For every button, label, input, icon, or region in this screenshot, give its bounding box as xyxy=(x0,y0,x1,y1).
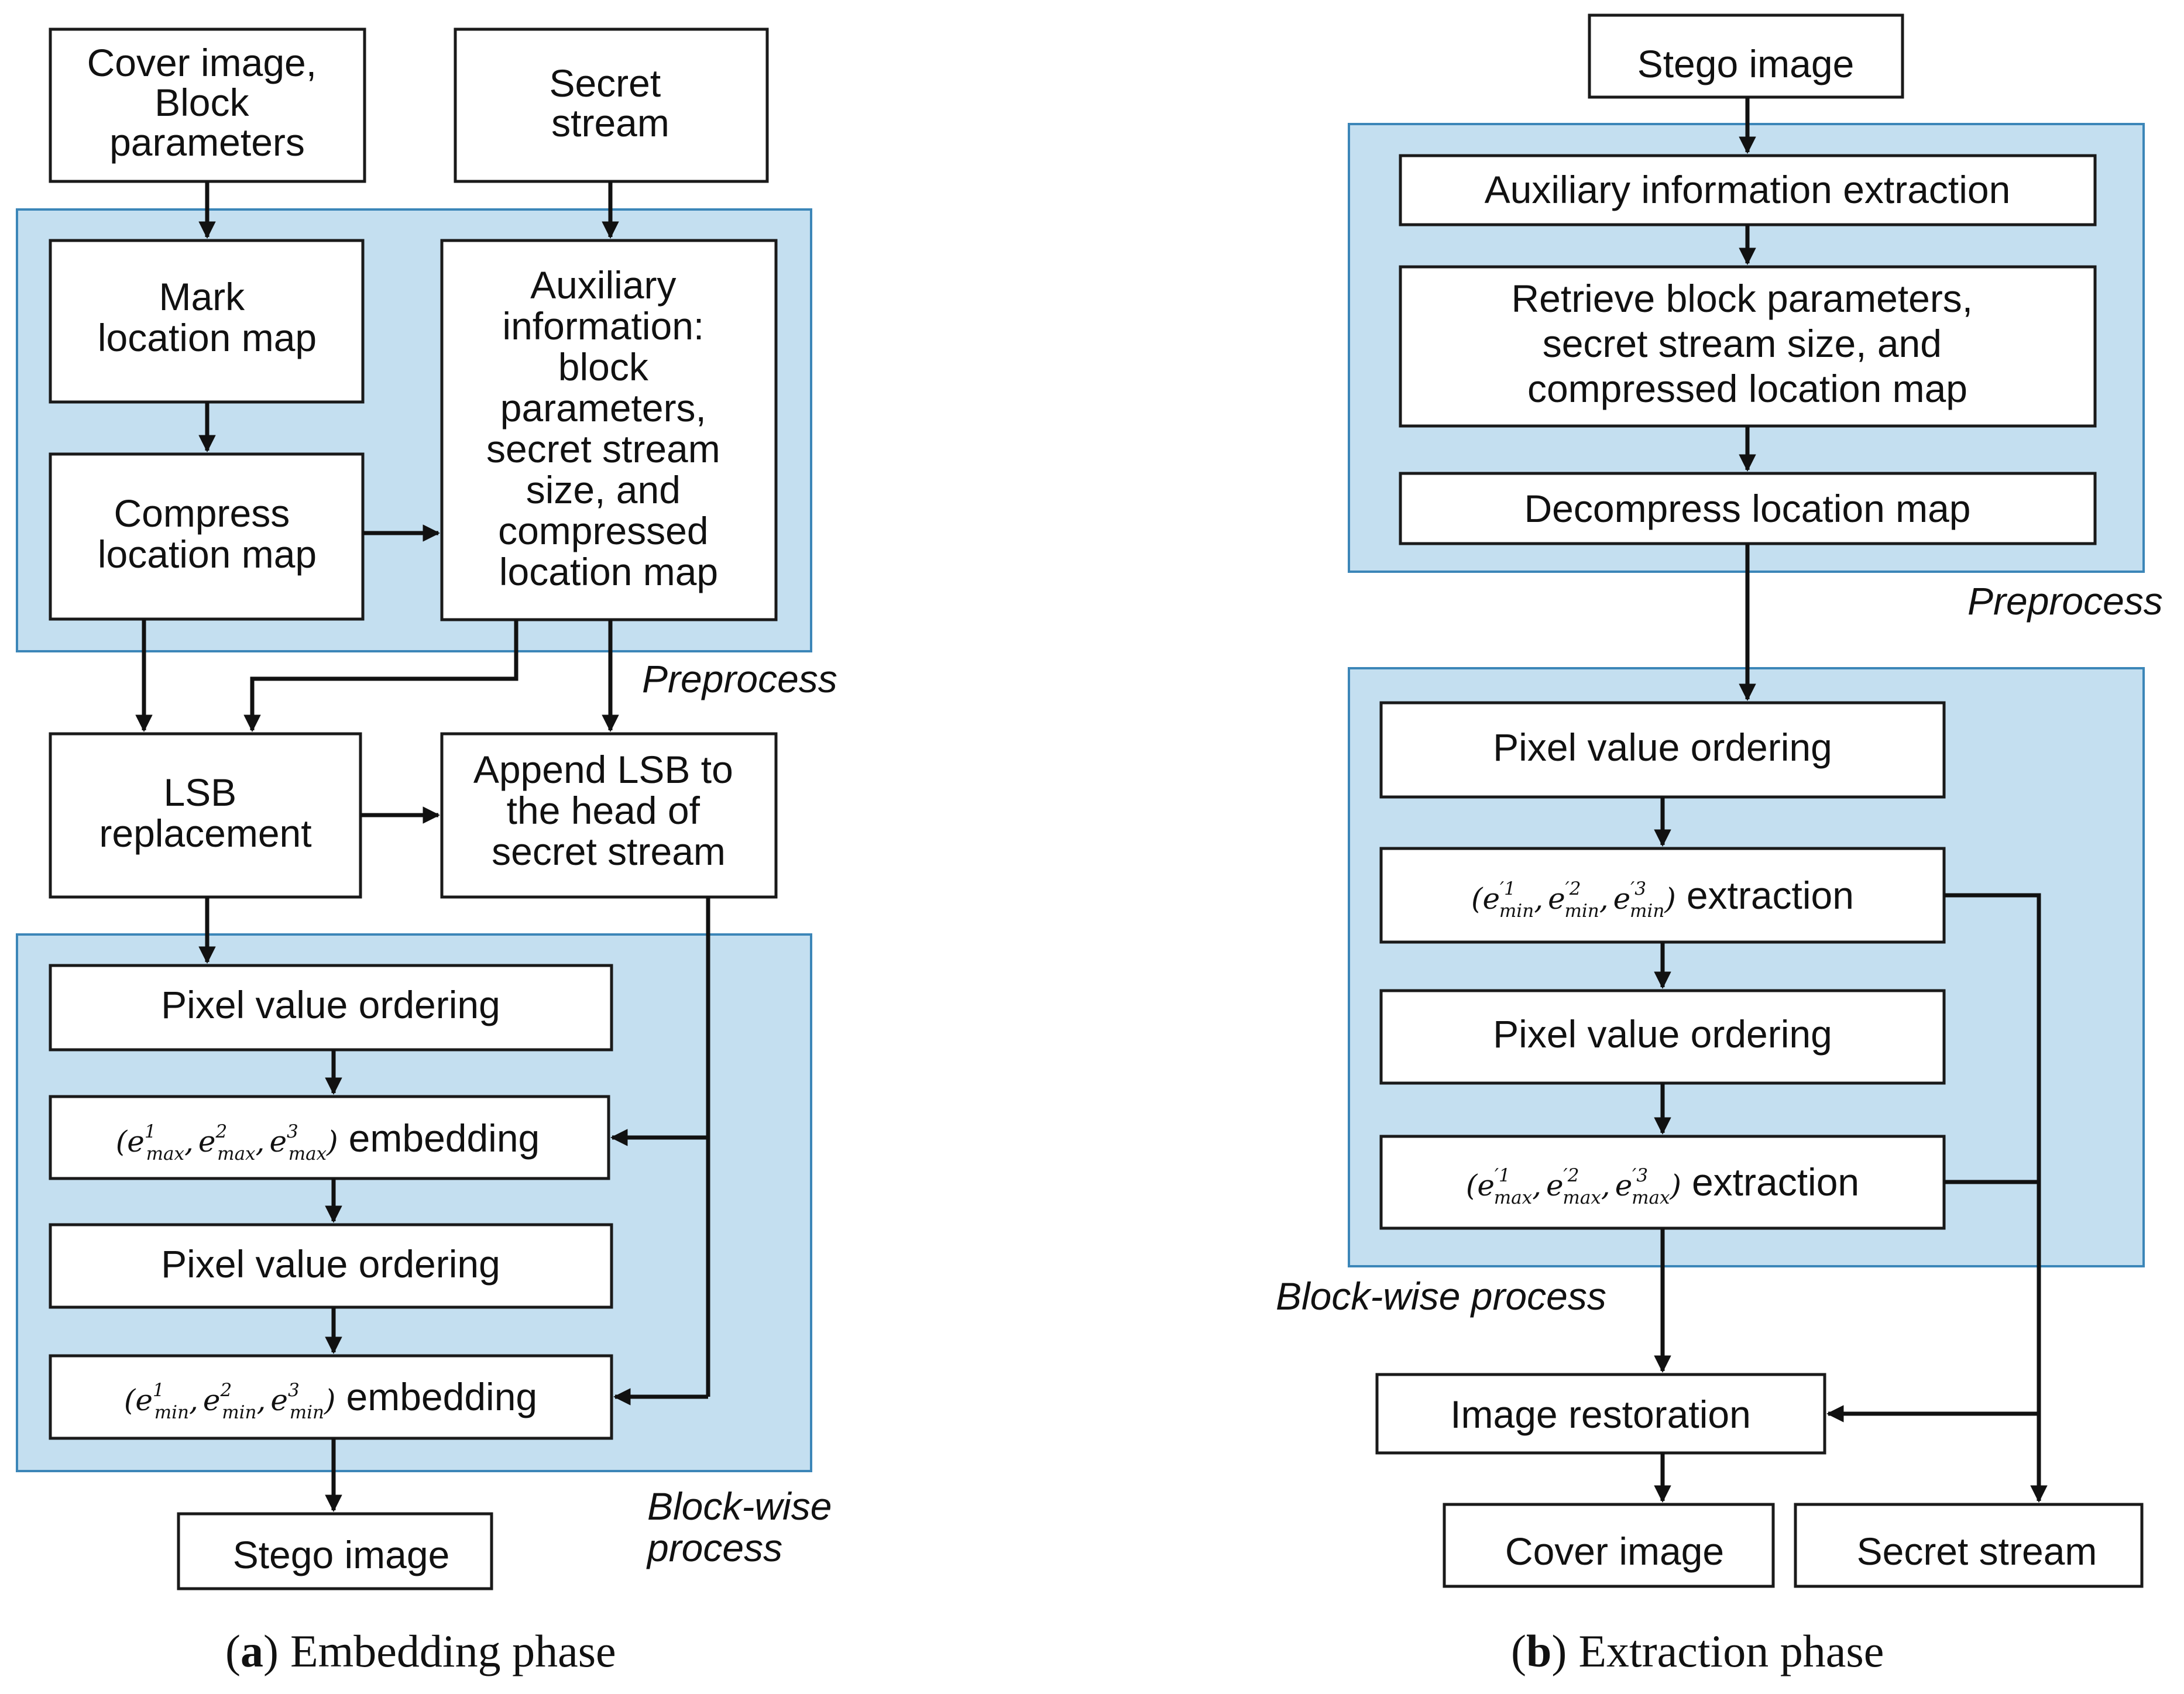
cover-image-input-label: Cover image, Block parameters xyxy=(87,41,328,164)
compress-location-map-label: Compress location map xyxy=(98,492,317,576)
auxiliary-information-label: Auxiliary information: block parameters,… xyxy=(486,263,731,593)
cover-image-input-box xyxy=(49,28,366,183)
embedding-pixel-value-ordering-1-box xyxy=(49,964,613,1052)
max-extraction-box xyxy=(1379,1135,1946,1230)
decompress-location-map-box xyxy=(1399,472,2097,545)
lsb-replacement-box xyxy=(49,732,362,899)
retrieve-block-parameters-label: Retrieve block parameters, secret stream… xyxy=(1512,277,1984,410)
secret-stream-input-label: Secret stream xyxy=(549,61,671,145)
extraction-phase-panel: Stego image Auxiliary information extrac… xyxy=(1276,13,2163,1676)
secret-stream-input-box xyxy=(454,28,769,183)
edge-aux-to-lsb xyxy=(243,620,518,732)
mark-location-map-box xyxy=(49,239,365,404)
extraction-blockwise-label: Block-wise process xyxy=(1276,1274,1606,1318)
embedding-phase-panel: Cover image, Block parameters Secret str… xyxy=(16,28,843,1676)
extraction-pixel-value-ordering-1-label: Pixel value ordering xyxy=(1493,726,1832,769)
image-restoration-label: Image restoration xyxy=(1450,1393,1751,1436)
extraction-phase-caption: (b)Extraction phase xyxy=(1511,1626,1884,1676)
mark-location-map-label: Mark location map xyxy=(98,275,317,359)
embedding-pixel-value-ordering-1-label: Pixel value ordering xyxy=(161,983,500,1026)
embedding-pixel-value-ordering-2-label: Pixel value ordering xyxy=(161,1242,500,1286)
embedding-phase-caption: (a)Embedding phase xyxy=(225,1626,616,1676)
auxiliary-information-extraction-label: Auxiliary information extraction xyxy=(1485,168,2011,211)
stego-image-output-box xyxy=(177,1512,493,1590)
extraction-stego-image-input-box xyxy=(1588,13,1904,99)
extraction-pixel-value-ordering-1-box xyxy=(1379,701,1946,799)
image-restoration-box xyxy=(1375,1373,1826,1455)
max-embedding-box xyxy=(49,1095,610,1180)
secret-stream-output-label: Secret stream xyxy=(1857,1530,2097,1573)
lsb-replacement-label: LSB replacement xyxy=(99,771,311,855)
extraction-stego-image-input-label: Stego image xyxy=(1637,42,1855,85)
append-lsb-box xyxy=(440,732,778,899)
cover-image-output-box xyxy=(1443,1503,1775,1588)
extraction-preprocess-label: Preprocess xyxy=(1967,579,2163,623)
min-extraction-box xyxy=(1379,847,1946,944)
embedding-pixel-value-ordering-2-box xyxy=(49,1223,613,1309)
extraction-pixel-value-ordering-2-label: Pixel value ordering xyxy=(1493,1012,1832,1056)
retrieve-block-parameters-box xyxy=(1399,265,2097,428)
embedding-preprocess-label: Preprocess xyxy=(642,657,837,700)
edge-min-extract-side-rail xyxy=(1944,893,2048,1503)
append-lsb-label: Append LSB to the head of secret stream xyxy=(473,748,744,873)
cover-image-output-label: Cover image xyxy=(1505,1530,1724,1573)
embedding-stego-image-output-label: Stego image xyxy=(233,1533,450,1576)
decompress-location-map-label: Decompress location map xyxy=(1524,487,1971,530)
embedding-blockwise-label: Block-wise process xyxy=(646,1485,843,1569)
min-embedding-box xyxy=(49,1354,613,1440)
compress-location-map-box xyxy=(49,452,365,621)
secret-stream-output-box xyxy=(1794,1503,2144,1588)
